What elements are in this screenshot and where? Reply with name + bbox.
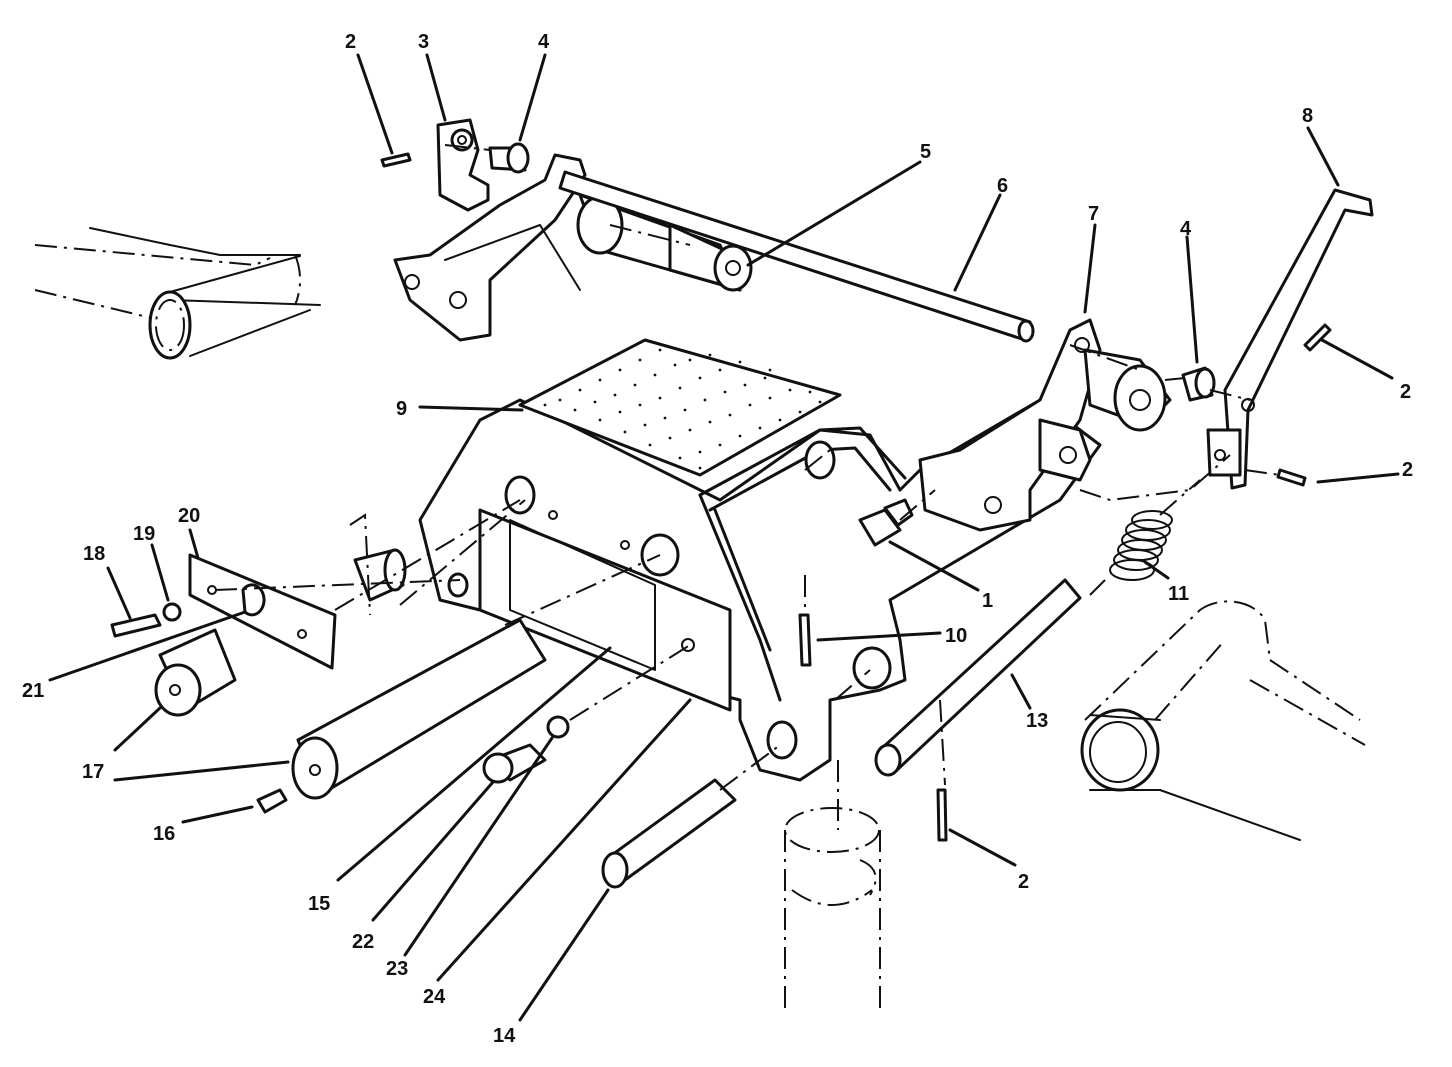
callout-2-bottom: 2 [1018, 871, 1029, 893]
callout-6: 6 [997, 175, 1008, 197]
plate-20 [188, 548, 407, 670]
callout-19: 19 [133, 523, 155, 545]
pin-vertical-2 [936, 788, 948, 842]
phantom-post [784, 807, 881, 1010]
center-lines [214, 144, 1281, 830]
callout-23: 23 [386, 958, 408, 980]
cotter-pin-right-upper [1303, 323, 1332, 352]
foot-pad-texture [543, 348, 822, 470]
screw-21 [241, 583, 266, 617]
washer-23 [546, 715, 570, 739]
callout-4-top: 4 [538, 31, 550, 53]
pin-17-short [154, 628, 237, 717]
cotter-pin-top-left [380, 152, 412, 168]
cotter-pin-right-lower [1276, 468, 1307, 487]
callout-2-right-upper: 2 [1400, 381, 1411, 403]
callout-4-right: 4 [1180, 218, 1192, 240]
callout-11: 11 [1168, 583, 1189, 605]
callout-2-top-left: 2 [345, 31, 356, 53]
callout-20: 20 [178, 505, 200, 527]
callout-8: 8 [1302, 105, 1313, 127]
callout-22: 22 [352, 931, 374, 953]
pin-14 [601, 778, 737, 889]
callout-2-right-lower: 2 [1402, 459, 1413, 481]
spring-11 [1109, 510, 1173, 581]
callout-24: 24 [423, 986, 446, 1008]
bracket-3 [436, 118, 530, 212]
callout-17: 17 [82, 761, 104, 783]
callout-3: 3 [418, 31, 429, 53]
callout-10: 10 [945, 625, 967, 647]
callout-1: 1 [982, 590, 993, 612]
callout-9: 9 [396, 398, 407, 420]
phantom-right-yoke [1080, 600, 1366, 841]
bolt-18 [110, 613, 162, 638]
callout-5: 5 [920, 141, 931, 163]
shaft [558, 170, 1035, 343]
phantom-left-arm [34, 227, 321, 360]
bolt-22 [482, 743, 547, 784]
callout-21: 21 [22, 680, 44, 702]
pin-17-long [291, 618, 547, 800]
fitting-16 [256, 788, 288, 814]
lever-8 [1206, 188, 1374, 490]
callout-16: 16 [153, 823, 175, 845]
callout-18: 18 [83, 543, 105, 565]
callout-15: 15 [308, 893, 330, 915]
leader-lines [48, 53, 1400, 1022]
fitting-1 [858, 498, 914, 547]
bushing-4-right [1181, 366, 1216, 402]
pin-10 [798, 613, 812, 667]
rod-13 [874, 578, 1082, 777]
callout-7: 7 [1088, 203, 1099, 225]
callout-labels: 2 3 4 5 6 7 4 8 2 2 9 1 11 10 13 2 20 19… [22, 31, 1413, 1047]
callout-14: 14 [493, 1025, 516, 1047]
washer-19 [162, 602, 182, 622]
callout-13: 13 [1026, 710, 1048, 732]
